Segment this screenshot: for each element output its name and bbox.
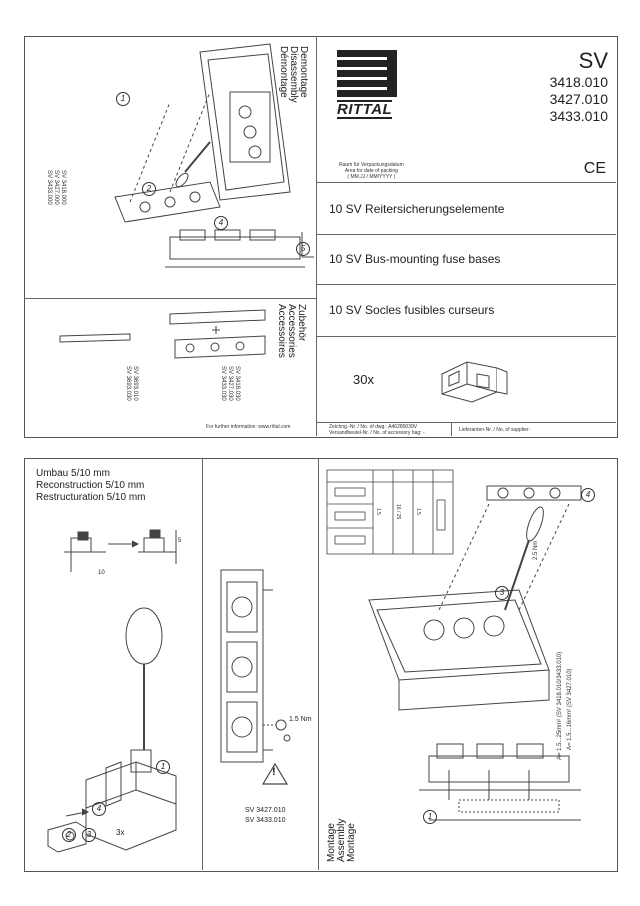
torque-middle: 1.5 Nm (289, 716, 312, 723)
assembly-section: 1.5 16 / 25 1.5 Montage Asse (319, 460, 615, 868)
part-numbers-list: SV 3418.000 SV 3427.000 SV 3433.000 (46, 170, 66, 205)
disassembly-drawing (114, 43, 314, 268)
disassembly-step-1: 1 (116, 92, 130, 106)
disassembly-step-4: 4 (214, 216, 228, 230)
torque-assembly: 2.5 Nm (533, 540, 539, 560)
fuse-base-section: ! 1.5 Nm SV 3427.010 SV 3433.010 (203, 460, 317, 868)
reconstruction-quantity: 3x (116, 828, 125, 837)
assembly-step-4: 4 (581, 488, 595, 502)
assembly-title: Montage Assembly Montage (326, 818, 357, 862)
product-code: SV (578, 48, 608, 73)
quantity: 30x (353, 372, 374, 387)
footer-supplier: Lieferanten-Nr. / No. of supplier: (459, 427, 530, 433)
fuse-base-drawing (220, 569, 291, 785)
disassembly-step-5: 5 (296, 242, 310, 256)
reconstruction-drawing (47, 529, 177, 853)
reconstruction-step-2: 2 (62, 828, 76, 842)
reconstruction-title: Umbau 5/10 mm Reconstruction 5/10 mm Res… (36, 468, 146, 503)
further-info: For further information: www.rittal.com (206, 424, 291, 430)
divider (24, 298, 316, 299)
disassembly-step-2: 2 (142, 182, 156, 196)
divider (317, 234, 616, 235)
divider (202, 458, 203, 870)
description-fr: 10 SV Socles fusibles curseurs (329, 303, 495, 317)
divider (451, 422, 452, 436)
dim-10: 10 (98, 570, 105, 576)
footer-accessory-bag: Versandbeutel-Nr. / No. of accessory bag… (329, 430, 425, 436)
divider (317, 284, 616, 285)
article-numbers: 3418.010 3427.010 3433.010 (549, 74, 608, 124)
dim-5: 5 (178, 538, 182, 544)
warning-exclamation: ! (272, 766, 276, 778)
description-de: 10 SV Reitersicherungselemente (329, 202, 505, 216)
ce-mark: CE (583, 160, 606, 177)
footer-drawing-number: Zeichng.-Nr. / No. of dwg.: A46280039V (329, 424, 418, 430)
divider (318, 458, 319, 870)
accessory-numbers-1: SV 3418.030 SV 3427.030 SV 3433.030 (220, 366, 240, 401)
reconstruction-step-1: 1 (156, 760, 170, 774)
disassembly-section: Demontage Disassembly Démontage SV 3418.… (30, 42, 316, 298)
reconstruction-section: Umbau 5/10 mm Reconstruction 5/10 mm Res… (26, 460, 202, 868)
rittal-logo (337, 50, 397, 97)
assembly-drawing (368, 485, 582, 821)
description-en: 10 SV Bus-mounting fuse bases (329, 252, 501, 266)
label-section: RITTAL SV 3418.010 3427.010 3433.010 Rau… (317, 36, 616, 436)
brand-name: RITTAL (337, 100, 393, 119)
conductor-table (326, 469, 454, 555)
packaging-note: Raum für Verpackungsdatum Area for date … (339, 162, 404, 180)
divider (316, 36, 317, 436)
fuse-base-illustration (441, 361, 508, 403)
reconstruction-step-3: 3 (82, 828, 96, 842)
assembly-step-3: 3 (495, 586, 509, 600)
middle-part-numbers: SV 3427.010 SV 3433.010 (245, 807, 286, 824)
accessory-numbers-2: SV 3693.010 SV 3693.030 (125, 366, 138, 401)
divider (317, 422, 616, 423)
assembly-step-1: 1 (423, 810, 437, 824)
conductor-note-1: A= 1.5...25mm² (SV 3418.010/3433.010) (557, 651, 563, 760)
conductor-note-2: A= 1.5...16mm² (SV 3427.010) (567, 668, 573, 750)
accessories-drawing (59, 309, 266, 359)
divider (317, 336, 616, 337)
accessories-section: Zubehör Accessories Accessoires SV 3418.… (30, 300, 316, 434)
divider (317, 182, 616, 183)
reconstruction-step-4: 4 (92, 802, 106, 816)
